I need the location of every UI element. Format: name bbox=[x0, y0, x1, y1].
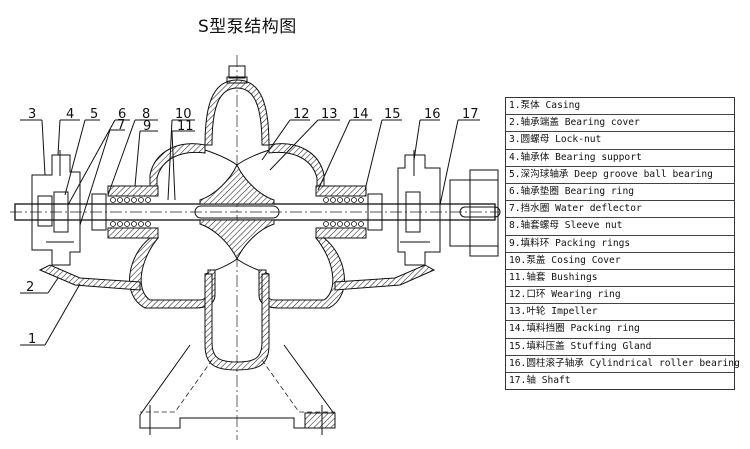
legend-row: 4.轴承体 Bearing support bbox=[506, 150, 734, 167]
callout-4: 4 bbox=[66, 107, 74, 122]
legend-row: 13.叶轮 Impeller bbox=[506, 304, 734, 322]
diagram-title: S型泵结构图 bbox=[198, 17, 297, 37]
legend-row: 5.深沟球轴承 Deep groove ball bearing bbox=[506, 167, 734, 184]
legend-row: 11.轴套 Bushings bbox=[506, 270, 734, 288]
callout-13: 13 bbox=[321, 107, 338, 122]
legend-row: 8.轴套螺母 Sleeve nut bbox=[506, 218, 734, 236]
coupling-key bbox=[459, 206, 501, 218]
callout-17: 17 bbox=[462, 107, 479, 122]
legend-row: 3.圆螺母 Lock-nut bbox=[506, 132, 734, 150]
legend-row: 7.挡水圈 Water deflector bbox=[506, 201, 734, 219]
callout-3: 3 bbox=[28, 107, 36, 122]
legend-row: 6.轴承垫圈 Bearing ring bbox=[506, 184, 734, 202]
left-ball-bearing bbox=[53, 191, 69, 233]
callout-6: 6 bbox=[118, 107, 126, 122]
callout-15: 15 bbox=[384, 107, 401, 122]
right-roller-bearing bbox=[405, 191, 421, 233]
callout-12: 12 bbox=[293, 107, 310, 122]
vent-plug bbox=[228, 65, 246, 79]
callout-labels: 3 4 5 6 7 8 9 10 11 12 13 14 15 16 17 2 … bbox=[26, 107, 479, 347]
callout-10: 10 bbox=[175, 107, 192, 122]
shaft-key bbox=[194, 205, 280, 219]
legend-row: 2.轴承端盖 Bearing cover bbox=[506, 115, 734, 133]
callout-5: 5 bbox=[90, 107, 98, 122]
callout-leaders bbox=[20, 119, 480, 346]
left-sleeve-nut bbox=[91, 193, 107, 231]
callout-14: 14 bbox=[352, 107, 369, 122]
right-bearing-housing bbox=[397, 150, 441, 266]
callout-16: 16 bbox=[424, 107, 441, 122]
legend-row: 15.填料压盖 Stuffing Gland bbox=[506, 339, 734, 356]
callout-2: 2 bbox=[26, 280, 34, 295]
legend-row: 1.泵体 Casing bbox=[506, 98, 734, 116]
left-bearing-housing bbox=[31, 150, 81, 266]
legend-row: 10.泵盖 Cosing Cover bbox=[506, 253, 734, 270]
pedestal bbox=[139, 344, 336, 435]
impeller bbox=[199, 149, 275, 275]
legend-row: 14.填料挡圈 Packing ring bbox=[506, 321, 734, 339]
legend-row: 12.口环 Wearing ring bbox=[506, 287, 734, 305]
right-packing-assembly bbox=[315, 185, 383, 239]
callout-1: 1 bbox=[28, 332, 36, 347]
coupling bbox=[449, 169, 499, 257]
left-lock-nut bbox=[37, 195, 53, 227]
legend-row: 9.填料环 Packing rings bbox=[506, 236, 734, 253]
callout-7: 7 bbox=[117, 118, 125, 133]
foot-bolt-hole bbox=[304, 412, 336, 429]
callout-11: 11 bbox=[177, 119, 194, 134]
left-packing-assembly bbox=[91, 185, 159, 239]
legend-row: 16.圆柱滚子轴承 Cylindrical roller bearing bbox=[506, 356, 740, 373]
parts-legend-table: 1.泵体 Casing 2.轴承端盖 Bearing cover 3.圆螺母 L… bbox=[505, 97, 740, 391]
legend-row: 17.轴 Shaft bbox=[509, 375, 571, 386]
right-gland bbox=[367, 193, 383, 231]
callout-8: 8 bbox=[142, 107, 150, 122]
callout-9: 9 bbox=[143, 119, 151, 134]
